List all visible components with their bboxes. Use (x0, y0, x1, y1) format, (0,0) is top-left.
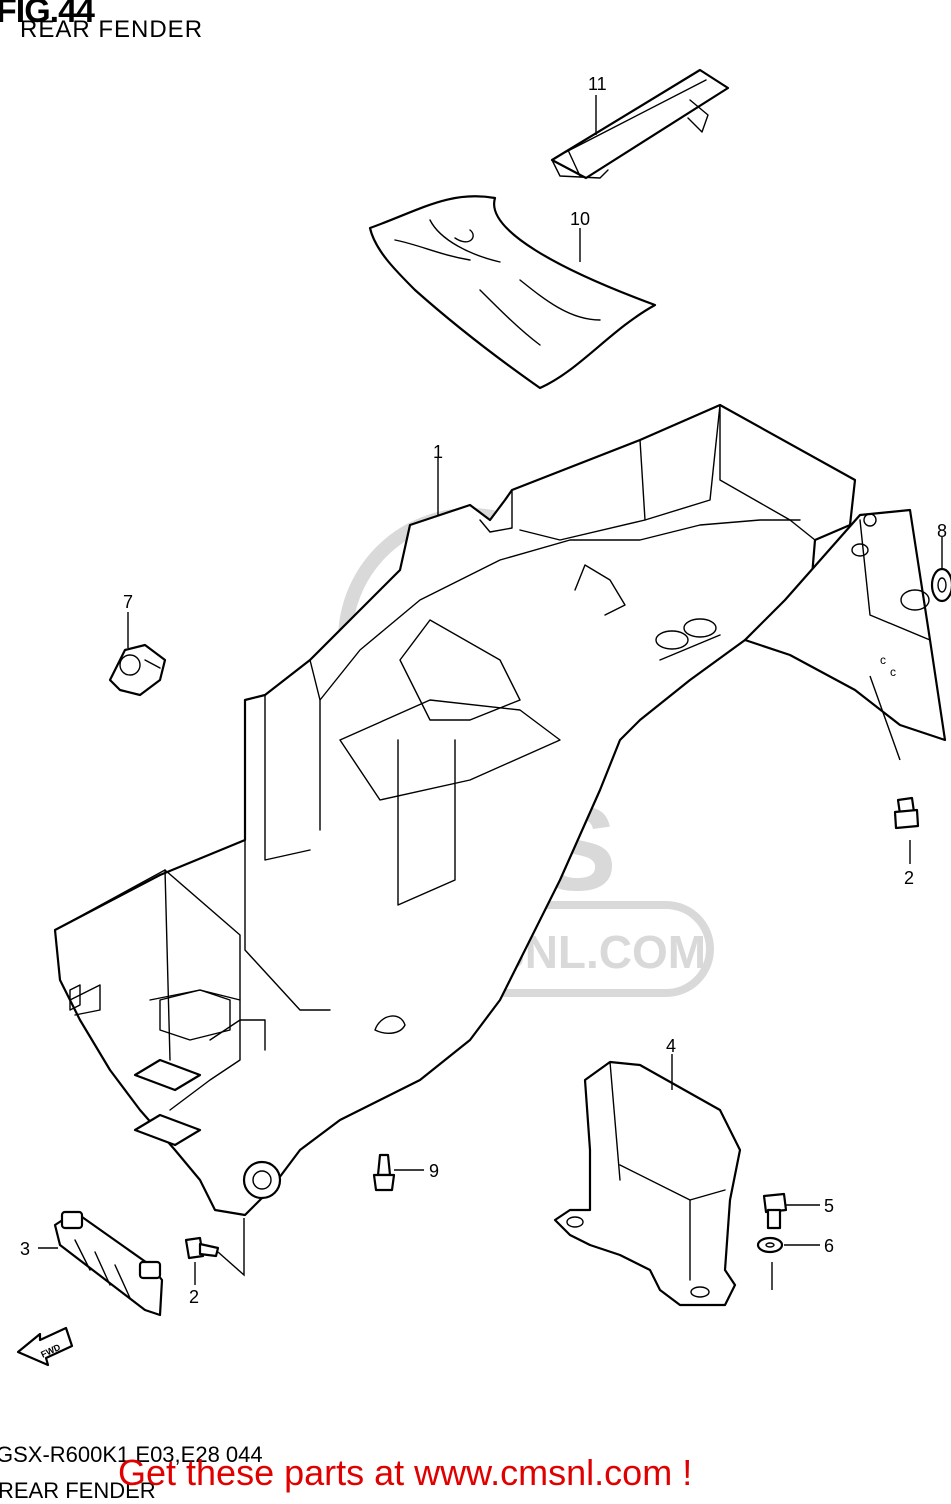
model-code: GSX-R600K1 E03,E28 044 (0, 1442, 263, 1467)
callout-3: 3 (20, 1239, 30, 1259)
svg-text:c: c (880, 653, 886, 667)
part-5-bolt (762, 1192, 788, 1230)
footer-title: REAR FENDER (0, 1478, 156, 1503)
promo-link[interactable]: Get these parts at www.cmsnl.com ! (118, 1452, 693, 1493)
part-10-tool-bag (368, 195, 657, 390)
callout-6: 6 (824, 1236, 834, 1256)
forward-direction-arrow: FWD (16, 1326, 74, 1367)
callout-2-lower: 2 (189, 1287, 199, 1307)
callout-1: 1 (433, 442, 443, 462)
figure-title: REAR FENDER (20, 16, 204, 43)
part-2-bolt-right (893, 796, 920, 830)
leader-lines (38, 95, 943, 1290)
callout-4: 4 (666, 1036, 676, 1056)
part-4-inner-fender (553, 1060, 742, 1307)
callout-7: 7 (123, 592, 133, 612)
callout-11: 11 (588, 74, 607, 94)
callout-10: 10 (570, 209, 590, 229)
callout-9: 9 (429, 1161, 439, 1181)
callout-8: 8 (937, 521, 947, 541)
part-11-strap (550, 68, 730, 180)
callout-numbers: 11 10 1 7 8 2 2 3 9 4 5 6 (20, 74, 947, 1307)
part-7-clamp (108, 643, 167, 697)
part-6-washer (756, 1236, 784, 1254)
callout-2-right: 2 (904, 868, 914, 888)
part-2-bolt-lower (184, 1236, 220, 1260)
part-9-rivet (372, 1153, 396, 1192)
callout-5: 5 (824, 1196, 834, 1216)
part-3-cover (53, 1210, 164, 1317)
part-1-rear-fender: c c (53, 403, 947, 1217)
figure-number: FIG.44 (0, 0, 95, 30)
svg-text:c: c (890, 665, 896, 679)
part-8-grommet (930, 567, 951, 603)
